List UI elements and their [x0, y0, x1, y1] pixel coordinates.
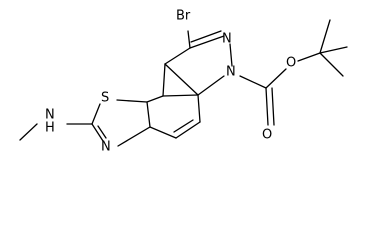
nitrogen-label-amine: N	[45, 108, 55, 123]
oxygen-label-carbonyl: O	[262, 128, 272, 143]
bond	[91, 123, 104, 142]
atom-labels: Br N N O O S N N H	[45, 9, 296, 155]
bromine-label: Br	[176, 9, 191, 24]
bond	[19, 123, 38, 141]
bond	[187, 30, 191, 49]
bond	[146, 95, 164, 103]
nitrogen-label-pyrazole-top: N	[222, 32, 232, 47]
bond	[162, 94, 199, 97]
bond	[117, 126, 151, 147]
bond	[164, 47, 191, 65]
bond	[97, 125, 107, 139]
sulfur-label: S	[101, 91, 109, 106]
bond	[319, 52, 344, 77]
bond	[175, 121, 201, 139]
hydrogen-label-amine: H	[45, 121, 55, 136]
bond	[149, 126, 177, 139]
nitrogen-label-thiazole: N	[101, 140, 111, 155]
bond	[146, 101, 151, 128]
bond	[319, 46, 348, 54]
bond	[190, 30, 222, 43]
bond	[239, 75, 267, 89]
bond	[197, 94, 201, 123]
oxygen-label-ester: O	[286, 56, 296, 71]
bond	[91, 103, 101, 125]
bond	[265, 87, 269, 126]
bond	[162, 63, 166, 97]
bond	[229, 43, 233, 67]
bond	[164, 63, 199, 96]
bond	[189, 35, 225, 49]
bond	[197, 75, 225, 96]
bond	[271, 87, 275, 126]
nitrogen-label-pyrazole: N	[226, 65, 236, 80]
bond	[319, 19, 331, 54]
bond	[116, 99, 148, 103]
molecule-structure: Br N N O O S N N H	[19, 9, 348, 155]
bond	[265, 68, 287, 89]
bond	[173, 119, 194, 133]
bond-lines	[19, 19, 348, 147]
bond	[297, 52, 321, 62]
